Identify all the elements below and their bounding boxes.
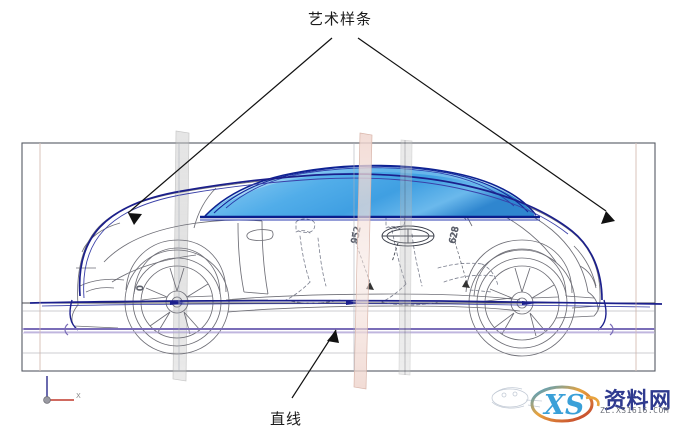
dimension-628: 628 bbox=[448, 225, 461, 244]
wcs-triad bbox=[43, 376, 74, 404]
straight-line-geometry[interactable] bbox=[24, 323, 654, 336]
triad-origin-node bbox=[43, 396, 51, 404]
annotation-label-artistic-spline: 艺术样条 bbox=[308, 10, 373, 28]
bottom-leader-arrowhead bbox=[327, 330, 339, 343]
front-datum-plane[interactable] bbox=[398, 139, 413, 376]
mid-datum-plane[interactable] bbox=[353, 132, 373, 390]
annotation-label-line: 直线 bbox=[270, 410, 303, 428]
watermark-logo-text: XS bbox=[542, 390, 584, 421]
left-leader-arrowhead bbox=[128, 213, 142, 225]
right-leader-arrowhead bbox=[601, 211, 615, 224]
dimension-0: 0 bbox=[136, 285, 146, 291]
watermark-brand-text: 资料网 bbox=[604, 389, 672, 414]
x-axis-label: X bbox=[76, 392, 81, 400]
rear-datum-plane[interactable] bbox=[172, 130, 190, 382]
watermark-url: ZL.XS1616.COM bbox=[600, 406, 670, 415]
site-watermark: XS 资料网 bbox=[491, 385, 672, 423]
construction-lines bbox=[39, 143, 637, 371]
leader-lines bbox=[127, 37, 615, 399]
watermark-xs-logo: XS bbox=[530, 385, 600, 423]
